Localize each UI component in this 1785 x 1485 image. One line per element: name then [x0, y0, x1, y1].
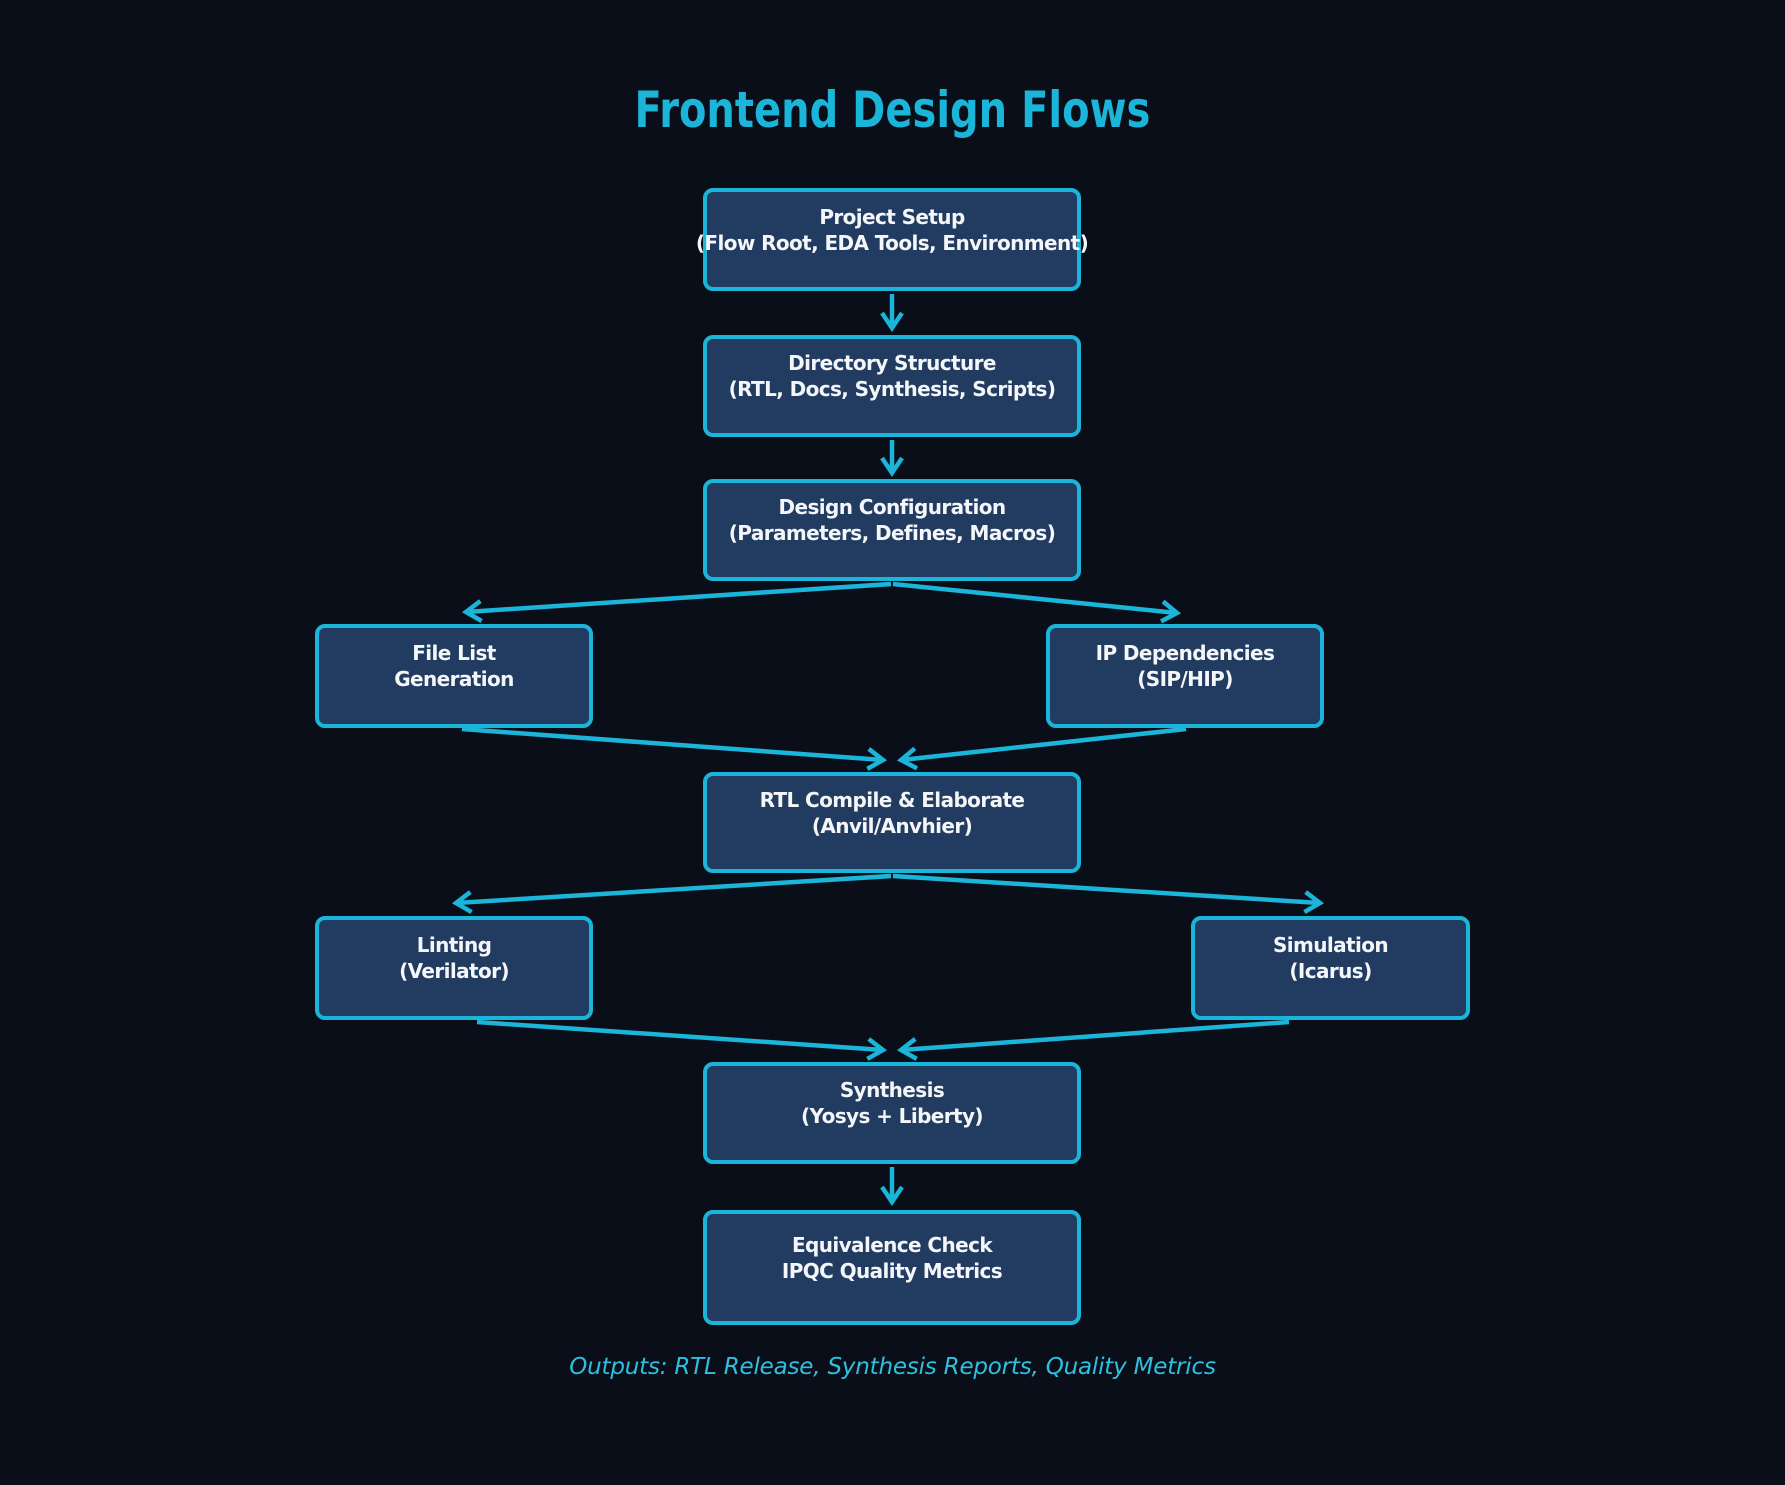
arrow-rtl-compile-to-linting: [451, 873, 892, 914]
diagram-title: Frontend Design Flows: [634, 81, 1151, 139]
node-project-setup: Project Setup (Flow Root, EDA Tools, Env…: [696, 188, 1089, 291]
arrow-ip-dependencies-to-rtl-compile: [896, 726, 1187, 771]
node-label-line2: (Anvil/Anvhier): [811, 813, 973, 838]
node-design-configuration: Design Configuration (Parameters, Define…: [703, 479, 1081, 581]
node-label-line2: (SIP/HIP): [1137, 667, 1233, 691]
node-label: IP Dependencies (SIP/HIP): [1096, 640, 1275, 692]
arrow-design-configuration-to-ip-dependencies: [892, 581, 1182, 624]
node-label: Directory Structure (RTL, Docs, Synthesi…: [729, 350, 1056, 402]
node-simulation: Simulation (Icarus): [1191, 916, 1470, 1020]
arrow-rtl-compile-to-simulation: [892, 873, 1325, 914]
node-label: File List Generation: [394, 640, 514, 692]
node-label-line2: Generation: [394, 667, 514, 691]
node-linting: Linting (Verilator): [315, 916, 593, 1020]
arrow-linting-to-synthesis: [476, 1019, 888, 1061]
node-label: Design Configuration (Parameters, Define…: [728, 494, 1056, 546]
node-ip-dependencies: IP Dependencies (SIP/HIP): [1046, 624, 1324, 728]
node-label-line2: (Yosys + Liberty): [801, 1104, 984, 1128]
node-label-line2: (Flow Root, EDA Tools, Environment): [695, 230, 1089, 255]
node-label: Project Setup (Flow Root, EDA Tools, Env…: [695, 204, 1089, 256]
node-label-line1: IP Dependencies: [1095, 641, 1275, 665]
node-label-line2: (Parameters, Defines, Macros): [728, 521, 1056, 545]
node-directory-structure: Directory Structure (RTL, Docs, Synthesi…: [703, 335, 1081, 437]
node-label: RTL Compile & Elaborate (Anvil/Anvhier): [760, 787, 1025, 839]
arrow-simulation-to-synthesis: [896, 1019, 1290, 1061]
node-label-line2: (Icarus): [1289, 959, 1372, 983]
node-label-line1: Linting: [416, 933, 492, 957]
arrow-file-list-to-rtl-compile: [461, 726, 888, 771]
node-label: Simulation (Icarus): [1272, 932, 1389, 984]
node-label-line1: File List: [412, 641, 496, 665]
node-synthesis: Synthesis (Yosys + Liberty): [703, 1062, 1081, 1164]
node-label-line1: Equivalence Check: [791, 1232, 993, 1257]
node-label-line1: RTL Compile & Elaborate: [759, 787, 1025, 812]
node-label: Linting (Verilator): [399, 932, 509, 984]
node-label-line1: Synthesis: [839, 1078, 945, 1102]
node-rtl-compile-elaborate: RTL Compile & Elaborate (Anvil/Anvhier): [703, 772, 1081, 873]
node-label-line1: Design Configuration: [778, 495, 1007, 519]
node-label-line2: IPQC Quality Metrics: [781, 1258, 1003, 1283]
arrow-design-configuration-to-file-list: [461, 581, 892, 623]
node-label: Synthesis (Yosys + Liberty): [801, 1077, 984, 1129]
node-label: Equivalence Check IPQC Quality Metrics: [781, 1232, 1003, 1284]
node-label-line2: (Verilator): [399, 959, 509, 983]
outputs-note: Outputs: RTL Release, Synthesis Reports,…: [569, 1354, 1216, 1380]
node-label-line1: Directory Structure: [788, 351, 996, 375]
node-label-line1: Simulation: [1272, 933, 1389, 957]
node-file-list-generation: File List Generation: [315, 624, 593, 728]
node-label-line2: (RTL, Docs, Synthesis, Scripts): [728, 377, 1056, 401]
node-label-line1: Project Setup: [819, 204, 965, 229]
node-equivalence-check: Equivalence Check IPQC Quality Metrics: [703, 1210, 1081, 1325]
